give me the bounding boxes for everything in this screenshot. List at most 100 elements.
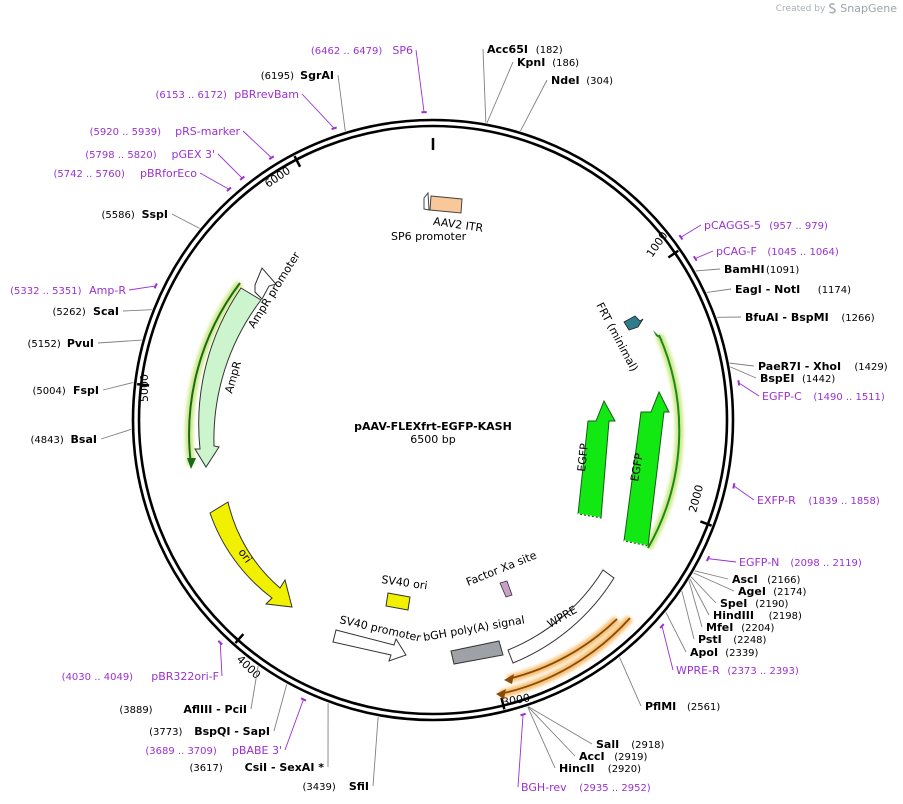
primer-name: pBRforEco	[140, 167, 197, 180]
restriction-site[interactable]: AgeI(2174)	[693, 572, 807, 598]
feature-ampr[interactable]: AmpR	[185, 280, 262, 469]
primer-range: (5920 .. 5939)	[90, 127, 162, 138]
primer[interactable]: EGFP-N(2098 .. 2119)	[705, 555, 862, 569]
primer-name: pCAGGS-5	[704, 219, 761, 232]
site-leader-line	[695, 268, 721, 272]
site-leader-line	[527, 706, 576, 757]
site-name: EagI - NotI	[735, 283, 800, 296]
primer[interactable]: SP6(6462 .. 6479)	[311, 44, 427, 114]
restriction-site[interactable]: AflIII - PciI(3889)	[119, 666, 259, 716]
restriction-site[interactable]: Acc65I(182)	[482, 43, 563, 123]
primer[interactable]: pGEX 3'(5798 .. 5820)	[85, 148, 245, 181]
feature-ampr-promoter[interactable]: AmpR promoter	[246, 249, 304, 330]
restriction-site[interactable]: NdeI(304)	[520, 74, 613, 132]
site-name: AscI	[732, 573, 758, 586]
feature-egfp-1[interactable]: EGFP	[575, 399, 616, 519]
primer[interactable]: pBRrevBam(6153 .. 6172)	[155, 88, 338, 131]
primer-bind-mark	[300, 697, 307, 702]
restriction-site[interactable]: SalI(2918)	[528, 706, 665, 751]
restriction-site[interactable]: KpnI(186)	[486, 56, 579, 124]
feature-frt-minimal[interactable]: FRT (minimal)	[593, 300, 644, 374]
restriction-site[interactable]: PvuI(5152)	[28, 337, 142, 350]
restriction-site[interactable]: BsaI(4843)	[31, 428, 132, 446]
feature-sv40-promoter[interactable]: SV40 promoter	[332, 613, 423, 662]
feature-label-bgh-polya: bGH poly(A) signal	[422, 613, 525, 644]
feature-sv40-ori[interactable]: SV40 ori	[381, 573, 429, 611]
site-position: (3617)	[190, 763, 223, 774]
restriction-site[interactable]: PaeR7I - XhoI (1429)	[729, 360, 888, 373]
restriction-site[interactable]: HincII(2920)	[527, 706, 641, 775]
primer[interactable]: pBABE 3'(3689 .. 3709)	[145, 697, 307, 757]
site-name: SspI	[142, 208, 168, 221]
feature-egfp-2[interactable]: EGFP	[623, 390, 670, 547]
restriction-site[interactable]: SpeI(2190)	[690, 576, 789, 610]
restriction-site[interactable]: ApoI(2339)	[665, 612, 759, 659]
site-leader-line	[97, 339, 142, 344]
snapgene-logo-icon	[829, 3, 837, 14]
primer-name: SP6	[392, 44, 413, 57]
site-position: (2339)	[725, 648, 758, 659]
feature-factor-xa-site[interactable]: Factor Xa site	[464, 549, 539, 598]
site-position: (2248)	[733, 635, 766, 646]
primer-bind-mark	[217, 640, 223, 646]
site-name: PaeR7I - XhoI	[758, 360, 841, 373]
restriction-site[interactable]: SgrAI(6195)	[261, 69, 346, 132]
site-position: (5586)	[102, 210, 135, 221]
restriction-site[interactable]: BfuAI - BspMI(1266)	[716, 311, 875, 324]
site-name: SfiI	[349, 780, 369, 793]
restriction-site[interactable]: EagI - NotI(1174)	[706, 283, 851, 296]
restriction-site[interactable]: BamHI(1091)	[695, 263, 800, 276]
restriction-site[interactable]: BspQI - SapI(3773)	[149, 684, 288, 738]
restriction-site[interactable]: AscI(2166)	[694, 570, 801, 586]
primer-leader-line	[695, 250, 714, 259]
restriction-site[interactable]: SspI (5586)	[102, 208, 200, 229]
primer-leader-line	[707, 558, 737, 563]
primer-leader-line	[680, 224, 702, 238]
primer[interactable]: BGH-rev(2935 .. 2952)	[517, 712, 651, 794]
primer-leader-line	[738, 382, 760, 397]
restriction-site[interactable]: FspI(5004)	[33, 382, 134, 397]
restriction-site[interactable]: BspEI(1442)	[730, 366, 835, 385]
feature-wpre-arrows[interactable]	[496, 615, 633, 699]
primer-name: EGFP-N	[739, 556, 779, 569]
restriction-site[interactable]: PstI(2248)	[681, 590, 767, 646]
restriction-site[interactable]: AccI(2919)	[527, 706, 648, 763]
primer[interactable]: pBRforEco(5742 .. 5760)	[53, 167, 232, 192]
site-name: HincII	[559, 762, 595, 775]
site-position: (1429)	[854, 362, 887, 373]
primer-range: (1490 .. 1511)	[813, 392, 885, 403]
site-leader-line	[100, 428, 132, 440]
primer-name: WPRE-R	[676, 664, 720, 677]
feature-egfp-arc[interactable]	[644, 330, 684, 550]
primer[interactable]: EXFP-R(1839 .. 1858)	[732, 483, 880, 507]
restriction-site[interactable]: ScaI(5262)	[53, 305, 152, 318]
primer-leader-line	[733, 485, 755, 501]
site-leader-line	[694, 570, 729, 580]
primer[interactable]: WPRE-R(2373 .. 2393)	[659, 623, 799, 677]
primer[interactable]: pCAG-F(1045 .. 1064)	[692, 245, 839, 262]
site-position: (3773)	[149, 727, 182, 738]
primer[interactable]: Amp-R(5332 .. 5351)	[10, 283, 158, 297]
primer[interactable]: pBR322ori-F(4030 .. 4049)	[62, 640, 223, 683]
site-name: BfuAI - BspMI	[745, 311, 829, 324]
feature-label-sv40-ori: SV40 ori	[381, 573, 429, 592]
restriction-site[interactable]: HindIII(2198)	[689, 578, 802, 622]
primer-name: BGH-rev	[521, 781, 567, 794]
backbone-inner	[137, 124, 729, 716]
restriction-site[interactable]: PflMI(2561)	[619, 657, 721, 713]
restriction-site[interactable]: MfeI(2204)	[688, 580, 775, 634]
primer-name: pCAG-F	[716, 245, 757, 258]
feature-aav2-itr[interactable]: AAV2 ITR	[429, 195, 484, 235]
restriction-site[interactable]: CsiI - SexAI *(3617)	[190, 703, 329, 774]
primer[interactable]: EGFP-C(1490 .. 1511)	[737, 380, 885, 403]
primer[interactable]: pCAGGS-5(957 .. 979)	[678, 219, 828, 241]
primer-range: (6153 .. 6172)	[155, 90, 227, 101]
primer-leader-line	[199, 172, 230, 190]
restriction-site[interactable]: SfiI(3439)	[303, 716, 379, 793]
primer-bind-mark	[331, 126, 338, 131]
feature-sp6-promoter[interactable]: SP6 promoter	[391, 191, 467, 243]
site-position: (3889)	[119, 705, 152, 716]
feature-ori[interactable]: ori	[209, 501, 293, 608]
site-position: (2919)	[614, 752, 647, 763]
primer[interactable]: pRS-marker(5920 .. 5939)	[90, 125, 275, 161]
